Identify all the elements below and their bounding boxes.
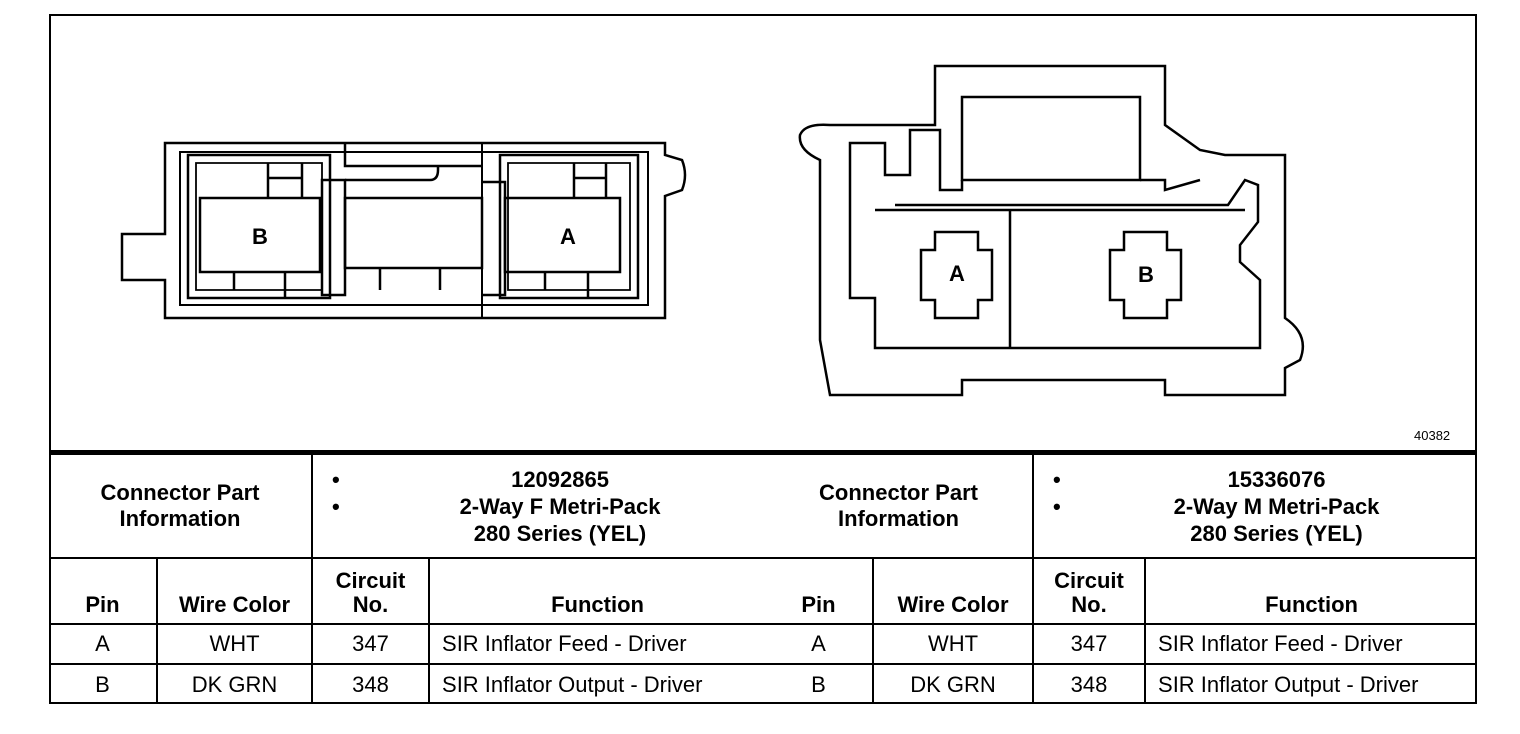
cavity-label-b-left: B <box>252 224 268 249</box>
column-header-pin: Pin <box>765 557 874 625</box>
connector-series: 280 Series (YEL) <box>473 520 647 546</box>
part-number: 12092865 <box>511 466 609 492</box>
circuit-cell: 348 <box>1032 663 1147 704</box>
connector-type: 2-Way F Metri-Pack <box>459 493 661 519</box>
wire-color-cell: WHT <box>155 623 314 665</box>
function-cell: SIR Inflator Output - Driver <box>428 663 766 704</box>
column-header-wire-color: Wire Color <box>871 557 1035 625</box>
cavity-label-b-right: B <box>1138 262 1154 287</box>
wire-color-cell: DK GRN <box>155 663 314 704</box>
column-header-function: Function <box>428 557 766 625</box>
connector-info-label: Connector Part Information <box>765 453 1035 559</box>
wire-color-cell: WHT <box>871 623 1035 665</box>
connector-info-details: •12092865 •2-Way F Metri-Pack 280 Series… <box>311 453 766 559</box>
connector-info-label: Connector Part Information <box>49 453 314 559</box>
part-number: 15336076 <box>1227 466 1326 492</box>
function-cell: SIR Inflator Output - Driver <box>1144 663 1478 704</box>
part-number-line: •15336076 <box>1053 466 1326 492</box>
pin-cell: B <box>49 663 158 704</box>
section-divider <box>49 450 1477 453</box>
circuit-header-line2: No. <box>1071 592 1107 617</box>
pin-cell: B <box>765 663 874 704</box>
wire-color-cell: DK GRN <box>871 663 1035 704</box>
male-connector-drawing <box>798 64 1305 397</box>
circuit-cell: 348 <box>311 663 431 704</box>
cavity-label-a-left: A <box>560 224 576 249</box>
column-header-wire-color: Wire Color <box>155 557 314 625</box>
female-connector-drawing <box>120 141 687 320</box>
figure-number: 40382 <box>1414 428 1451 443</box>
part-number-line: •12092865 <box>332 466 609 492</box>
column-header-function: Function <box>1144 557 1478 625</box>
pin-cell: A <box>765 623 874 665</box>
table-row: A WHT 347 SIR Inflator Feed - Driver <box>49 623 766 665</box>
circuit-header-line1: Circuit <box>1054 568 1124 593</box>
connector-series: 280 Series (YEL) <box>1190 520 1363 546</box>
description-line: •2-Way F Metri-Pack <box>332 493 661 519</box>
connector-info-details: •15336076 •2-Way M Metri-Pack 280 Series… <box>1032 453 1478 559</box>
table-row: B DK GRN 348 SIR Inflator Output - Drive… <box>49 663 766 704</box>
cavity-label-a-right: A <box>949 261 965 286</box>
function-cell: SIR Inflator Feed - Driver <box>1144 623 1478 665</box>
table-row: A WHT 347 SIR Inflator Feed - Driver <box>765 623 1478 665</box>
function-cell: SIR Inflator Feed - Driver <box>428 623 766 665</box>
description-line: •2-Way M Metri-Pack <box>1053 493 1380 519</box>
connector-drawing: B A A B <box>120 64 1305 397</box>
connector-table-male: Connector Part Information •15336076 •2-… <box>765 453 1478 704</box>
pin-cell: A <box>49 623 158 665</box>
connector-type: 2-Way M Metri-Pack <box>1173 493 1380 519</box>
circuit-cell: 347 <box>1032 623 1147 665</box>
column-header-pin: Pin <box>49 557 158 625</box>
circuit-cell: 347 <box>311 623 431 665</box>
circuit-header-line2: No. <box>352 592 389 617</box>
connector-table-female: Connector Part Information •12092865 •2-… <box>49 453 766 704</box>
circuit-header-line1: Circuit <box>335 568 406 593</box>
table-row: B DK GRN 348 SIR Inflator Output - Drive… <box>765 663 1478 704</box>
